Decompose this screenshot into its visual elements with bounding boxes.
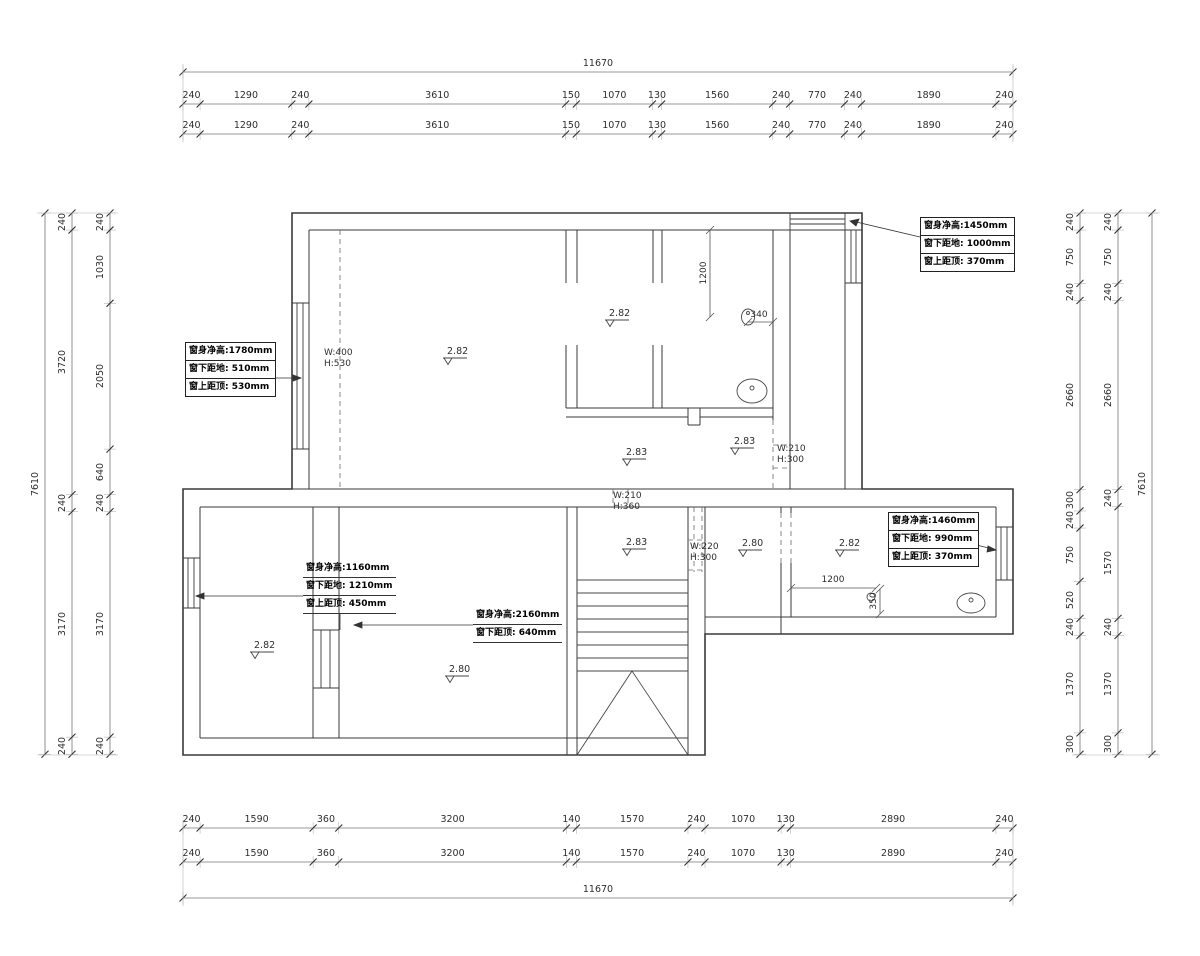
callout-line: 窗上距顶: 370mm [921, 253, 1014, 271]
inline-dimension-lines [705, 225, 885, 619]
window-callout-1: 窗身净高:1450mm 窗下距地: 1000mm 窗上距顶: 370mm [920, 217, 1015, 272]
callout-line: 窗下距地: 510mm [186, 360, 276, 378]
hidden-edge-dashed-lines [339, 230, 792, 572]
window-callout-5: 窗身净高:2160mm 窗下距顶: 640mm [473, 607, 563, 643]
window-callout-4: 窗身净高:1160mm 窗下距地: 1210mm 窗上距顶: 450mm [303, 560, 396, 614]
window-callout-3: 窗身净高:1460mm 窗下距地: 990mm 窗上距顶: 370mm [888, 512, 980, 567]
callout-line: 窗下距地: 1210mm [303, 578, 396, 596]
callout-line: 窗身净高:1460mm [892, 516, 976, 526]
callout-leader-lines [194, 218, 998, 630]
toilet-fixture [741, 308, 755, 326]
corner-witness-lines [37, 64, 1160, 906]
callout-line: 窗上距顶: 370mm [889, 548, 979, 566]
floor-drain [866, 592, 876, 602]
callout-line: 窗上距顶: 450mm [303, 596, 396, 614]
callout-line: 窗身净高:2160mm [473, 607, 563, 625]
interior-walls [199, 229, 997, 755]
callout-line: 窗身净高:1160mm [303, 560, 396, 578]
window-callout-2: 窗身净高:1780mm 窗下距地: 510mm 窗上距顶: 530mm [185, 342, 277, 397]
callout-line: 窗下距地: 1000mm [921, 235, 1014, 253]
bathroom-fixtures [736, 308, 986, 614]
exterior-walls [182, 212, 1014, 756]
window-symbols [183, 213, 1013, 689]
dimension-chain-lines [39, 66, 1158, 904]
callout-line: 窗下距地: 990mm [889, 530, 979, 548]
callout-line: 窗下距顶: 640mm [473, 625, 563, 643]
sink-fixture [736, 378, 768, 404]
callout-line: 窗身净高:1780mm [189, 346, 273, 356]
staircase [576, 579, 689, 756]
sink-fixture [956, 592, 986, 614]
callout-line: 窗上距顶: 530mm [186, 378, 276, 396]
callout-line: 窗身净高:1450mm [924, 221, 1008, 231]
